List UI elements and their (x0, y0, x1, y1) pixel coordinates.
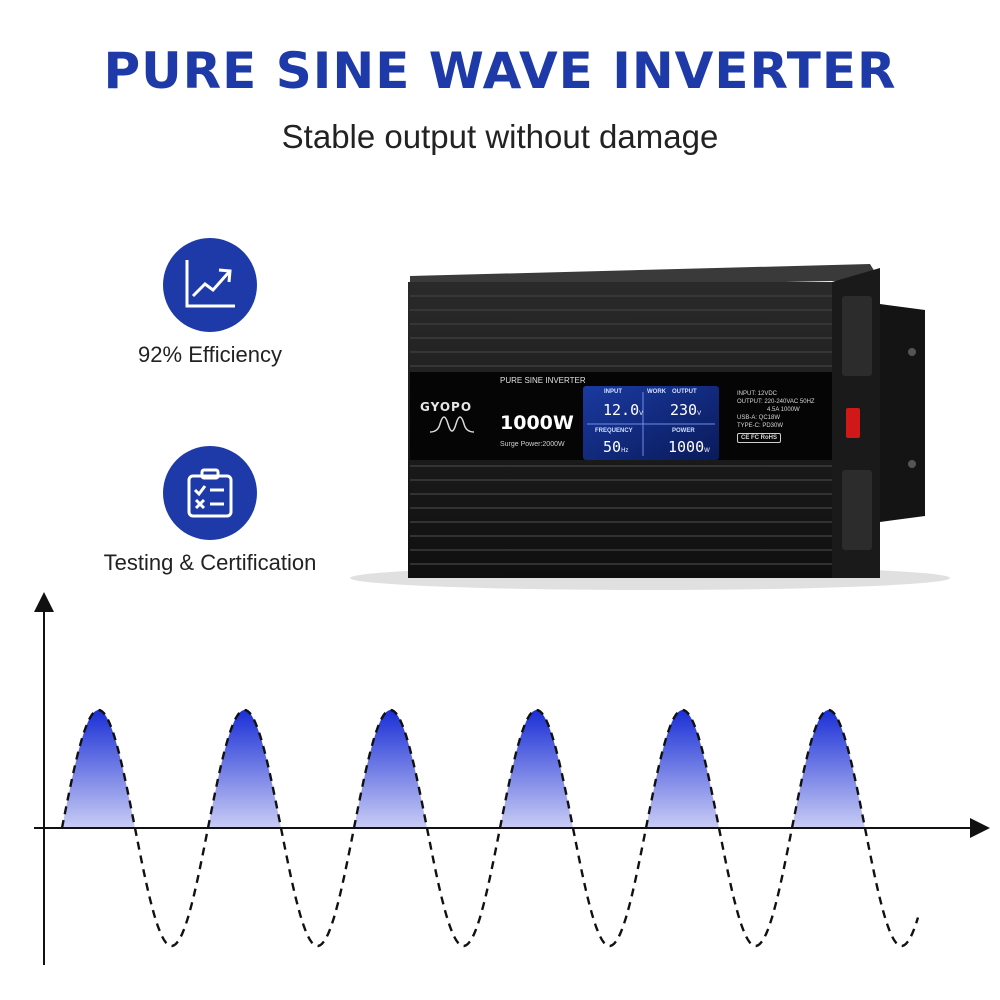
page-title: PURE SINE WAVE INVERTER (103, 42, 897, 100)
wave-positive-lobe (62, 710, 135, 828)
feature-label: 92% Efficiency (138, 342, 282, 367)
chart-trend-icon (163, 238, 257, 332)
page-subtitle: Stable output without damage (281, 118, 719, 155)
wave-positive-lobe (792, 710, 865, 828)
sine-wave-line (60, 708, 920, 948)
checklist-clipboard-icon (163, 446, 257, 540)
feature-efficiency: 92% Efficiency (70, 238, 350, 368)
wave-positive-lobe (500, 710, 573, 828)
wave-positive-lobe (208, 710, 281, 828)
feature-testing: Testing & Certification (70, 446, 350, 576)
feature-label: Testing & Certification (103, 550, 317, 575)
wave-positive-lobe (354, 710, 427, 828)
wave-positive-lobe (646, 710, 719, 828)
